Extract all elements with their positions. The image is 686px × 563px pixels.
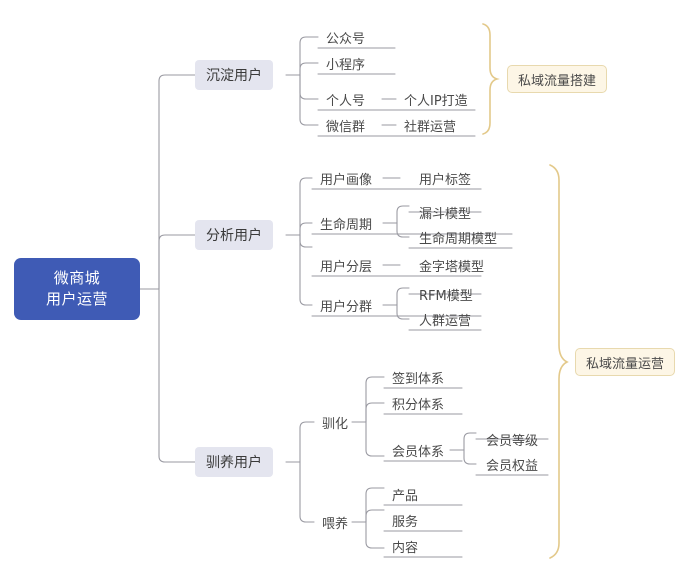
branch-node-fenxi-yonghu[interactable]: 分析用户: [195, 220, 273, 250]
leaf-jinzita-moxing[interactable]: 金字塔模型: [413, 254, 490, 277]
leaf-label: 服务: [392, 515, 419, 530]
leaf-label: 社群运营: [404, 120, 457, 135]
leaf-label: 会员体系: [392, 445, 445, 460]
mid-xunhua[interactable]: 驯化: [316, 411, 354, 433]
leaf-label: 积分体系: [392, 398, 445, 413]
branch-node-chendian-yonghu[interactable]: 沉淀用户: [195, 60, 273, 90]
root-line-1: 微商城: [53, 269, 101, 287]
leaf-huiyuan-dengji[interactable]: 会员等级: [480, 428, 544, 451]
leaf-shequn-yunying[interactable]: 社群运营: [398, 114, 462, 137]
mid-yonghu-huaxiang[interactable]: 用户画像: [314, 167, 378, 189]
leaf-label: 漏斗模型: [419, 207, 472, 222]
root-line-2: 用户运营: [45, 290, 108, 308]
leaf-gongzhonghao[interactable]: 公众号: [320, 26, 371, 49]
leaf-label: 会员权益: [486, 459, 539, 474]
group-tag-label: 私域流量运营: [586, 356, 665, 372]
mid-label: 用户分群: [320, 299, 373, 315]
leaf-label: 金字塔模型: [419, 260, 485, 275]
leaf-huiyuan-quanyi[interactable]: 会员权益: [480, 453, 544, 476]
leaf-label: 小程序: [326, 58, 366, 73]
leaf-fuwu[interactable]: 服务: [386, 509, 424, 532]
leaf-label: 会员等级: [486, 434, 539, 449]
group-tag-siyu-liuliang-yunying[interactable]: 私域流量运营: [575, 348, 676, 376]
mid-label: 用户画像: [320, 172, 373, 188]
mid-label: 生命周期: [320, 217, 373, 233]
leaf-qiandao-tixi[interactable]: 签到体系: [386, 366, 450, 389]
leaf-shengming-zhouqi-moxing[interactable]: 生命周期模型: [413, 226, 503, 249]
leaf-gerenhao[interactable]: 个人号: [320, 88, 371, 111]
leaf-jifen-tixi[interactable]: 积分体系: [386, 392, 450, 415]
group-tag-siyu-liuliang-dajian[interactable]: 私域流量搭建: [507, 65, 608, 93]
leaf-xiaochengxu[interactable]: 小程序: [320, 52, 371, 75]
branch-label: 沉淀用户: [206, 68, 262, 84]
leaf-label: RFM模型: [419, 289, 473, 304]
mid-shengming-zhouqi[interactable]: 生命周期: [314, 212, 378, 234]
mid-label: 用户分层: [320, 259, 373, 275]
leaf-loudou-moxing[interactable]: 漏斗模型: [413, 201, 477, 224]
branch-node-xunyang-yonghu[interactable]: 驯养用户: [195, 447, 273, 477]
leaf-weixinqun[interactable]: 微信群: [320, 114, 371, 137]
leaf-label: 个人号: [326, 94, 366, 109]
mid-yonghu-fenceng[interactable]: 用户分层: [314, 254, 378, 276]
leaf-label: 签到体系: [392, 372, 445, 387]
mid-weiyang[interactable]: 喂养: [316, 511, 354, 533]
leaf-label: 微信群: [326, 120, 366, 135]
branch-label: 分析用户: [206, 228, 262, 244]
leaf-label: 公众号: [326, 32, 366, 47]
root-node[interactable]: 微商城 用户运营: [14, 258, 140, 320]
leaf-label: 内容: [392, 541, 419, 556]
group-tag-label: 私域流量搭建: [518, 73, 597, 89]
leaf-rfm-moxing[interactable]: RFM模型: [413, 283, 479, 306]
leaf-huiyuan-tixi[interactable]: 会员体系: [386, 439, 450, 462]
leaf-renqun-yunying[interactable]: 人群运营: [413, 308, 477, 331]
leaf-label: 人群运营: [419, 314, 472, 329]
branch-label: 驯养用户: [206, 455, 262, 471]
leaf-yonghu-biaoqian[interactable]: 用户标签: [413, 167, 477, 190]
mid-label: 驯化: [322, 416, 349, 432]
mid-label: 喂养: [322, 516, 349, 532]
leaf-label: 用户标签: [419, 173, 472, 188]
leaf-chanpin[interactable]: 产品: [386, 483, 424, 506]
mid-yonghu-fenqun[interactable]: 用户分群: [314, 294, 378, 316]
leaf-neirong[interactable]: 内容: [386, 535, 424, 558]
leaf-geren-ip-dazao[interactable]: 个人IP打造: [398, 88, 474, 111]
leaf-label: 产品: [392, 489, 419, 504]
leaf-label: 个人IP打造: [404, 94, 468, 109]
leaf-label: 生命周期模型: [419, 232, 498, 247]
